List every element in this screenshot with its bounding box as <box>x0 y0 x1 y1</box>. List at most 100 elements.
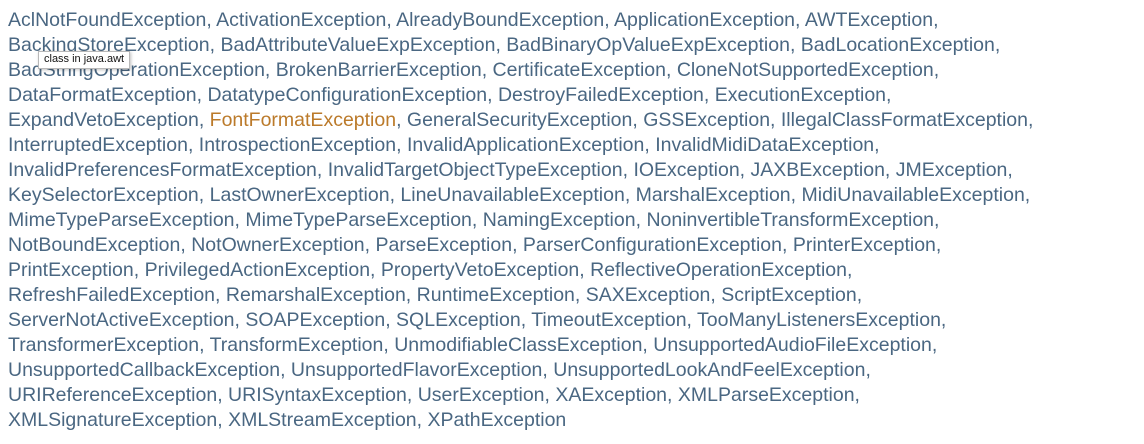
subclass-link-xpathexception[interactable]: XPathException <box>427 409 567 431</box>
list-separator: , <box>667 384 678 406</box>
subclass-link-expandvetoexception[interactable]: ExpandVetoException <box>8 109 199 131</box>
list-separator: , <box>180 234 192 256</box>
subclass-link-ioexception[interactable]: IOException <box>633 159 740 181</box>
list-separator: , <box>187 134 199 156</box>
subclass-link-parseexception[interactable]: ParseException <box>375 234 513 256</box>
subclass-link-badlocationexception[interactable]: BadLocationException <box>800 34 995 56</box>
subclass-link-servernotactiveexception[interactable]: ServerNotActiveException <box>8 309 235 331</box>
subclass-link-unsupportedaudiofileexception[interactable]: UnsupportedAudioFileException <box>653 334 932 356</box>
subclass-link-privilegedactionexception[interactable]: PrivilegedActionException <box>144 259 371 281</box>
subclass-link-aclnotfoundexception[interactable]: AclNotFoundException <box>8 9 207 31</box>
subclass-link-badbinaryopvalueexpexception[interactable]: BadBinaryOpValueExpException <box>506 34 790 56</box>
subclass-link-jmexception[interactable]: JMException <box>895 159 1008 181</box>
subclass-link-xmlsignatureexception[interactable]: XMLSignatureException <box>8 409 218 431</box>
subclass-link-mimetypeparseexception[interactable]: MimeTypeParseException <box>8 209 235 231</box>
subclass-link-marshalexception[interactable]: MarshalException <box>635 184 791 206</box>
subclass-link-printerexception[interactable]: PrinterException <box>792 234 936 256</box>
subclass-line: NotBoundException, NotOwnerException, Pa… <box>8 233 1144 258</box>
subclass-link-transformerexception[interactable]: TransformerException <box>8 334 200 356</box>
subclass-link-interruptedexception[interactable]: InterruptedException <box>8 134 188 156</box>
subclass-link-clonenotsupportedexception[interactable]: CloneNotSupportedException <box>676 59 934 81</box>
subclass-link-toomanylistenersexception[interactable]: TooManyListenersException <box>697 309 941 331</box>
subclass-link-unsupportedcallbackexception[interactable]: UnsupportedCallbackException <box>8 359 281 381</box>
subclass-link-printexception[interactable]: PrintException <box>8 259 134 281</box>
subclass-link-activationexception[interactable]: ActivationException <box>216 9 387 31</box>
list-separator: , <box>686 309 698 331</box>
list-separator: , <box>940 309 947 331</box>
subclass-link-alreadyboundexception[interactable]: AlreadyBoundException <box>396 9 605 31</box>
subclass-link-namingexception[interactable]: NamingException <box>482 209 636 231</box>
list-separator: , <box>739 159 751 181</box>
list-separator: , <box>624 184 636 206</box>
subclass-link-keyselectorexception[interactable]: KeySelectorException <box>8 184 199 206</box>
list-separator: , <box>406 384 418 406</box>
subclass-link-scriptexception[interactable]: ScriptException <box>721 284 857 306</box>
subclass-link-gssexception[interactable]: GSSException <box>643 109 771 131</box>
subclass-link-executionexception[interactable]: ExecutionException <box>714 84 887 106</box>
subclass-link-timeoutexception[interactable]: TimeoutException <box>531 309 687 331</box>
subclass-link-mimetypeparseexception[interactable]: MimeTypeParseException <box>245 209 472 231</box>
subclass-link-datatypeconfigurationexception[interactable]: DatatypeConfigurationException <box>207 84 488 106</box>
subclass-link-sqlexception[interactable]: SQLException <box>396 309 521 331</box>
subclass-link-destroyfailedexception[interactable]: DestroyFailedException <box>497 84 704 106</box>
subclass-link-invalidmididataexception[interactable]: InvalidMidiDataException <box>655 134 875 156</box>
subclass-link-urireferenceexception[interactable]: URIReferenceException <box>8 384 218 406</box>
subclass-link-dataformatexception[interactable]: DataFormatException <box>8 84 197 106</box>
subclass-line: DataFormatException, DatatypeConfigurati… <box>8 83 1144 108</box>
list-separator: , <box>370 259 381 281</box>
subclass-link-unsupportedlookandfeelexception[interactable]: UnsupportedLookAndFeelException <box>553 359 866 381</box>
subclass-link-propertyvetoexception[interactable]: PropertyVetoException <box>380 259 580 281</box>
list-separator: , <box>790 184 802 206</box>
subclass-link-applicationexception[interactable]: ApplicationException <box>614 9 796 31</box>
list-separator: , <box>865 359 871 381</box>
subclass-link-lineunavailableexception[interactable]: LineUnavailableException <box>400 184 625 206</box>
subclass-link-reflectiveoperationexception[interactable]: ReflectiveOperationException <box>590 259 847 281</box>
list-separator: , <box>1024 184 1031 206</box>
subclass-line: InvalidPreferencesFormatException, Inval… <box>8 158 1144 183</box>
subclass-link-lastownerexception[interactable]: LastOwnerException <box>209 184 390 206</box>
subclass-link-xmlstreamexception[interactable]: XMLStreamException <box>228 409 417 431</box>
list-separator: , <box>931 334 938 356</box>
subclass-link-midiunavailableexception[interactable]: MidiUnavailableException <box>801 184 1025 206</box>
subclass-link-refreshfailedexception[interactable]: RefreshFailedException <box>8 284 216 306</box>
subclass-link-illegalclassformatexception[interactable]: IllegalClassFormatException <box>780 109 1028 131</box>
subclass-link-backingstoreexception[interactable]: BackingStoreException <box>8 34 210 56</box>
subclass-link-awtexception[interactable]: AWTException <box>804 9 934 31</box>
subclass-link-fontformatexception[interactable]: FontFormatException <box>209 109 397 131</box>
subclass-link-notboundexception[interactable]: NotBoundException <box>8 234 181 256</box>
direct-known-subclasses-list: AclNotFoundException, ActivationExceptio… <box>8 8 1144 433</box>
subclass-link-badattributevalueexpexception[interactable]: BadAttributeValueExpException <box>220 34 496 56</box>
list-separator: , <box>579 259 591 281</box>
subclass-link-generalsecurityexception[interactable]: GeneralSecurityException <box>406 109 633 131</box>
list-separator: , <box>520 309 532 331</box>
list-separator: , <box>133 259 145 281</box>
list-separator: , <box>642 334 654 356</box>
subclass-link-jaxbexception[interactable]: JAXBException <box>750 159 885 181</box>
subclass-link-runtimeexception[interactable]: RuntimeException <box>416 284 575 306</box>
list-separator: , <box>215 284 226 306</box>
subclass-link-brokenbarrierexception[interactable]: BrokenBarrierException <box>275 59 482 81</box>
subclass-link-invalidtargetobjecttypeexception[interactable]: InvalidTargetObjectTypeException <box>327 159 623 181</box>
subclass-link-parserconfigurationexception[interactable]: ParserConfigurationException <box>522 234 782 256</box>
subclass-link-noninvertibletransformexception[interactable]: NoninvertibleTransformException <box>646 209 935 231</box>
list-separator: , <box>487 84 498 106</box>
subclass-link-invalidpreferencesformatexception[interactable]: InvalidPreferencesFormatException <box>8 159 317 181</box>
list-separator: , <box>994 34 1001 56</box>
subclass-link-introspectionexception[interactable]: IntrospectionException <box>198 134 397 156</box>
subclass-link-userexception[interactable]: UserException <box>417 384 545 406</box>
subclass-link-certificateexception[interactable]: CertificateException <box>492 59 666 81</box>
subclass-link-urisyntaxexception[interactable]: URISyntaxException <box>228 384 407 406</box>
subclass-link-xaexception[interactable]: XAException <box>555 384 668 406</box>
subclass-link-unmodifiableclassexception[interactable]: UnmodifiableClassException <box>394 334 643 356</box>
subclass-link-remarshalexception[interactable]: RemarshalException <box>225 284 406 306</box>
subclass-link-soapexception[interactable]: SOAPException <box>245 309 386 331</box>
subclass-link-xmlparseexception[interactable]: XMLParseException <box>677 384 855 406</box>
subclass-link-invalidapplicationexception[interactable]: InvalidApplicationException <box>406 134 645 156</box>
list-separator: , <box>635 209 647 231</box>
subclass-link-saxexception[interactable]: SAXException <box>585 284 711 306</box>
subclass-link-transformexception[interactable]: TransformException <box>209 334 384 356</box>
list-separator: , <box>544 384 556 406</box>
subclass-link-notownerexception[interactable]: NotOwnerException <box>191 234 365 256</box>
list-separator: , <box>280 359 291 381</box>
subclass-link-unsupportedflavorexception[interactable]: UnsupportedFlavorException <box>290 359 543 381</box>
